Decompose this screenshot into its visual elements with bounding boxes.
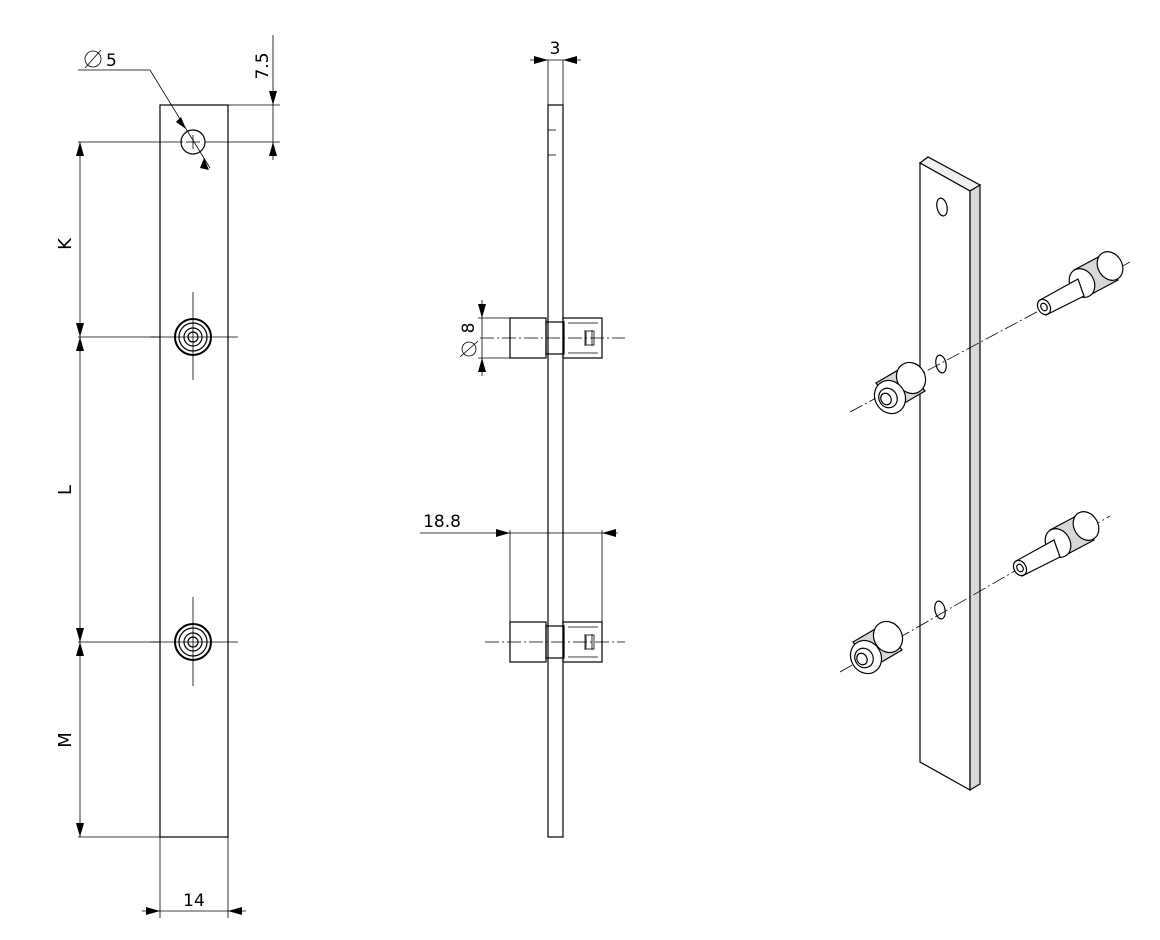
iso-screw-lower (1012, 511, 1100, 577)
iso-bar (918, 156, 982, 792)
side-plate-outline (547, 104, 564, 838)
dim-m-label: M (55, 732, 76, 748)
svg-text:5: 5 (106, 51, 117, 71)
front-bar-outline (159, 104, 229, 838)
svg-text:8: 8 (459, 323, 479, 334)
side-spacer-lower (485, 621, 625, 663)
iso-spacer-lower (849, 620, 904, 675)
iso-screw-upper (1036, 251, 1124, 316)
hole-leader-line (78, 69, 211, 169)
front-spacer-2 (150, 597, 238, 686)
side-spacer-upper (480, 317, 625, 359)
dim-depth-label: 18.8 (423, 512, 461, 532)
iso-spacer-upper (873, 361, 927, 415)
spacer-diameter-label: 8 (459, 323, 479, 358)
dim-width-label: 14 (183, 891, 205, 911)
dim-top-offset-label: 7.5 (253, 52, 273, 79)
front-spacer-1 (150, 292, 238, 380)
dim-l-label: L (55, 485, 76, 495)
dim-k-label: K (55, 237, 76, 250)
isometric-view (839, 156, 1131, 792)
side-view: 3 8 (420, 39, 625, 838)
dim-thickness-label: 3 (550, 39, 561, 59)
front-view: 5 7.5 (55, 35, 280, 918)
hole-diameter-label: 5 (84, 49, 117, 71)
